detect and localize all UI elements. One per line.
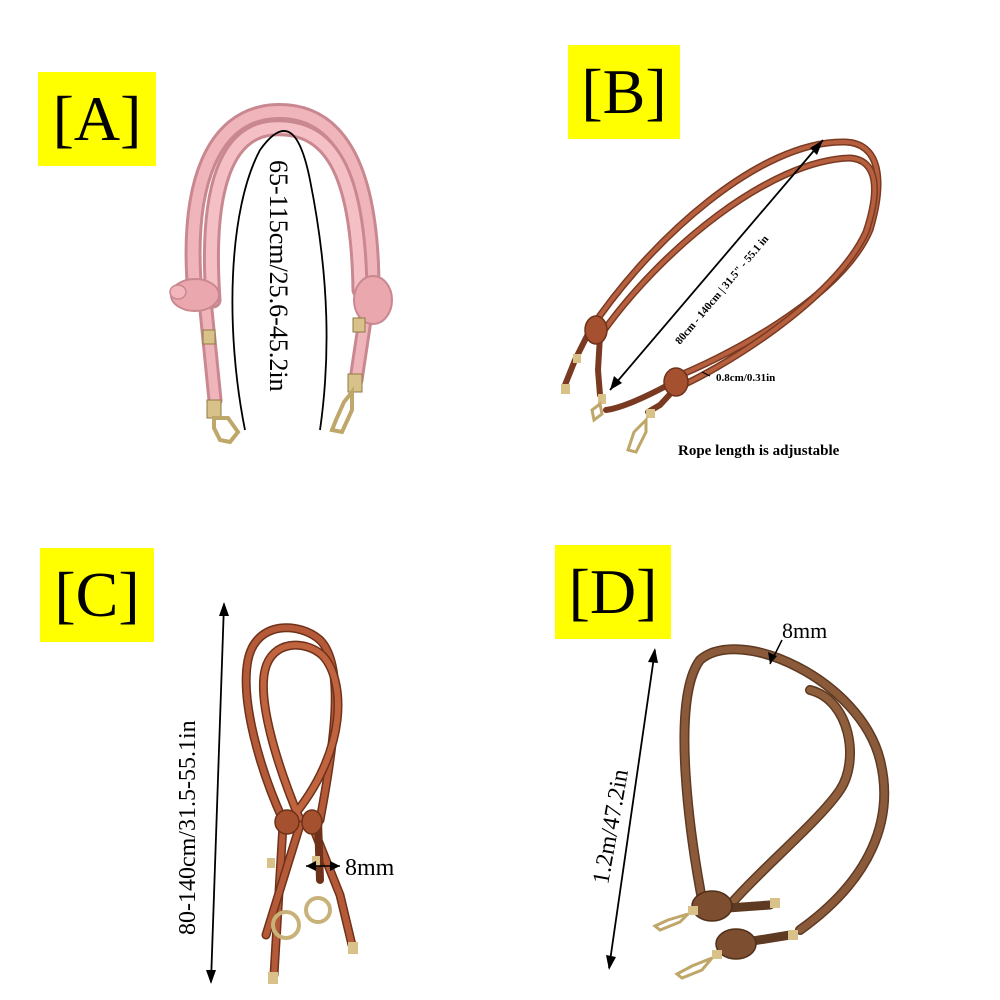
dimension-text-c: 80-140cm/31.5-55.1in bbox=[175, 720, 201, 935]
d-lower-knot bbox=[715, 928, 757, 960]
metal-clasps bbox=[202, 317, 366, 445]
panel-label-d-text: [D] bbox=[568, 556, 658, 627]
panel-label-c: [C] bbox=[40, 548, 154, 642]
panel-label-a: [A] bbox=[38, 72, 156, 166]
width-note-b: 0.8cm/0.31in bbox=[716, 372, 775, 384]
d-hardware bbox=[652, 898, 798, 980]
panel-label-b-text: [B] bbox=[581, 56, 667, 127]
d-rope-strap bbox=[679, 644, 890, 950]
pink-strap bbox=[184, 103, 381, 408]
caption-b: Rope length is adjustable bbox=[678, 443, 840, 459]
panel-label-c-text: [C] bbox=[54, 559, 140, 630]
b-dimension-arrow bbox=[609, 139, 824, 391]
brown-rope-strap bbox=[562, 138, 882, 415]
panel-label-a-text: [A] bbox=[52, 83, 142, 154]
width-note-d: 8mm bbox=[782, 618, 827, 643]
c-width-arrows bbox=[306, 861, 340, 871]
width-note-c: 8mm bbox=[345, 855, 395, 881]
panel-label-d: [D] bbox=[555, 545, 671, 639]
d-dimension-arrow bbox=[606, 648, 658, 970]
right-knot bbox=[353, 275, 393, 325]
c-dimension-arrow bbox=[206, 602, 229, 984]
dimension-text-a: 65-115cm/25.6-45.2in bbox=[264, 160, 293, 392]
panel-label-b: [B] bbox=[568, 45, 680, 139]
measurement-ellipse bbox=[231, 130, 328, 431]
d-width-arrows bbox=[768, 639, 783, 665]
b-metal-clasps bbox=[561, 354, 655, 454]
c-rope-strap bbox=[241, 623, 357, 980]
dimension-text-d: 1.2m/47.2in bbox=[588, 767, 634, 886]
